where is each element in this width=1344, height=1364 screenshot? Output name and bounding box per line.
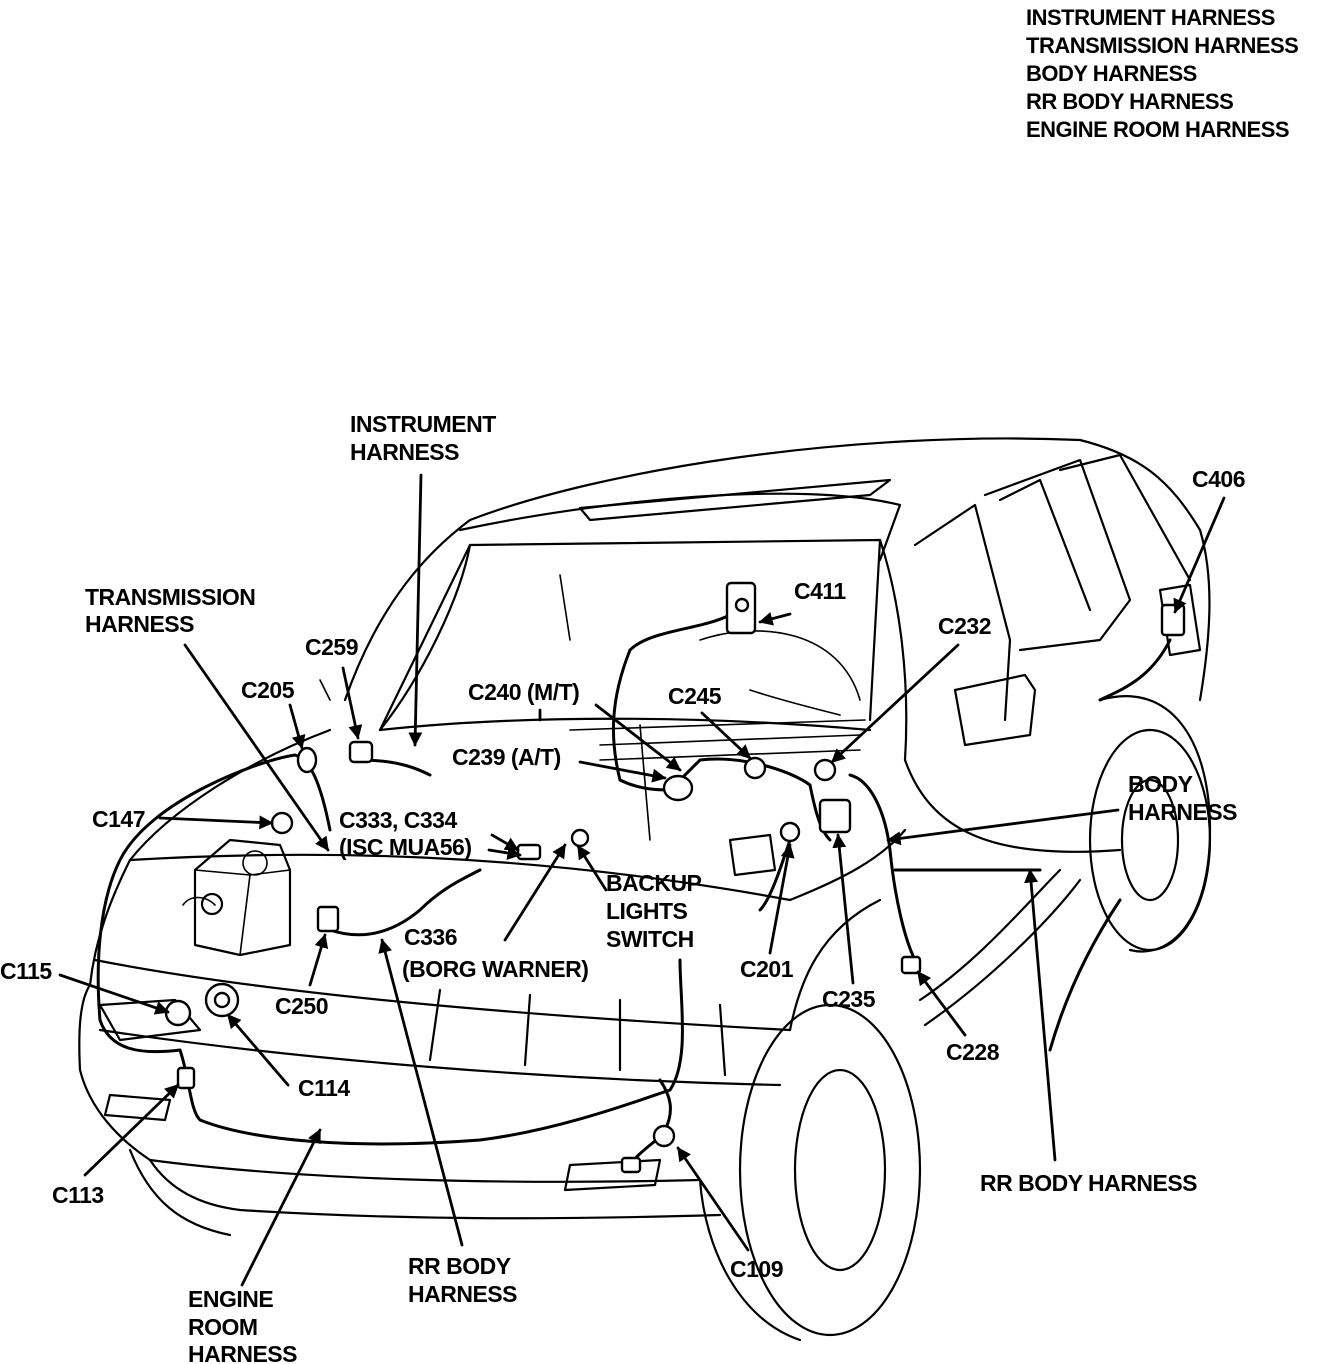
c336-label-line1: C336 (404, 924, 457, 950)
rr-body-harness-bottom-label-line1: RR BODY (408, 1253, 511, 1279)
c109-connector-shape (652, 1124, 676, 1148)
legend-instrument-harness: INSTRUMENT HARNESS (1026, 5, 1275, 30)
callout-labels: INSTRUMENT HARNESS TRANSMISSION HARNESS … (0, 411, 1245, 1364)
c411-pin (734, 597, 750, 613)
c109-lamp-shape (620, 1156, 642, 1174)
c250-label: C250 (275, 993, 328, 1019)
leader-lines (58, 473, 1226, 1287)
c109-label: C109 (730, 1256, 783, 1282)
c228-connector-shape (900, 955, 922, 975)
c235-label: C235 (822, 986, 876, 1012)
backup-lights-switch-shape (570, 828, 590, 848)
c115-label: C115 (0, 958, 52, 984)
connector-shapes (164, 581, 1186, 1174)
c113-connector-shape (176, 1066, 196, 1090)
body-harness-label-line2: HARNESS (1128, 799, 1237, 825)
c406-connector-shape (1160, 603, 1186, 637)
c333-c334-label-line1: C333, C334 (339, 807, 457, 833)
engine-room-harness-label-line1: ENGINE (188, 1286, 273, 1312)
c406-label: C406 (1192, 466, 1245, 492)
legend-body-harness: BODY HARNESS (1026, 61, 1197, 86)
transmission-harness-label-line1: TRANSMISSION (85, 584, 255, 610)
c259-label: C259 (305, 634, 358, 660)
c411-label: C411 (794, 578, 846, 604)
c232-connector-shape (813, 758, 837, 782)
engine-room-harness-label-line3: HARNESS (188, 1341, 297, 1364)
c201-label: C201 (740, 956, 794, 982)
c114-label: C114 (298, 1075, 350, 1101)
c147-connector-shape (270, 811, 294, 835)
legend-transmission-harness: TRANSMISSION HARNESS (1026, 33, 1298, 58)
instrument-harness-label-line2: HARNESS (350, 439, 459, 465)
legend-rr-body-harness: RR BODY HARNESS (1026, 89, 1233, 114)
c239-label: C239 (A/T) (452, 744, 561, 770)
legend: INSTRUMENT HARNESS TRANSMISSION HARNESS … (1026, 5, 1299, 142)
c259-connector-shape (348, 740, 374, 764)
c115-connector-shape (164, 999, 192, 1027)
c205-connector-shape (296, 746, 318, 774)
legend-engine-room-harness: ENGINE ROOM HARNESS (1026, 117, 1289, 142)
backup-lights-switch-label-line3: SWITCH (606, 926, 694, 952)
c245-connector-shape (743, 756, 767, 780)
transmission-harness-label-line2: HARNESS (85, 611, 194, 637)
c240-label: C240 (M/T) (468, 679, 579, 705)
c205-label: C205 (241, 677, 295, 703)
rr-body-harness-bottom-label-line2: HARNESS (408, 1281, 517, 1307)
instrument-harness-label-line1: INSTRUMENT (350, 411, 496, 437)
backup-lights-switch-label-line2: LIGHTS (606, 898, 687, 924)
c250-connector-shape (316, 905, 340, 933)
c333-connector-shape (516, 843, 542, 861)
rr-body-harness-right-label: RR BODY HARNESS (980, 1170, 1197, 1196)
c228-label: C228 (946, 1039, 1000, 1065)
c113-label: C113 (52, 1182, 104, 1208)
c114-inner (213, 991, 231, 1009)
c232-label: C232 (938, 613, 991, 639)
c147-label: C147 (92, 806, 145, 832)
body-harness-label-line1: BODY (1128, 771, 1193, 797)
c235-connector-shape (818, 798, 852, 834)
backup-lights-switch-label-line1: BACKUP (606, 870, 702, 896)
c336-label-line2: (BORG WARNER) (402, 956, 588, 982)
engine-room-harness-label-line2: ROOM (188, 1314, 258, 1340)
c201-connector-shape (779, 821, 801, 843)
c245-label: C245 (668, 683, 722, 709)
c239-connector-shape (662, 774, 694, 802)
c333-c334-label-line2: (ISC MUA56) (339, 834, 472, 860)
